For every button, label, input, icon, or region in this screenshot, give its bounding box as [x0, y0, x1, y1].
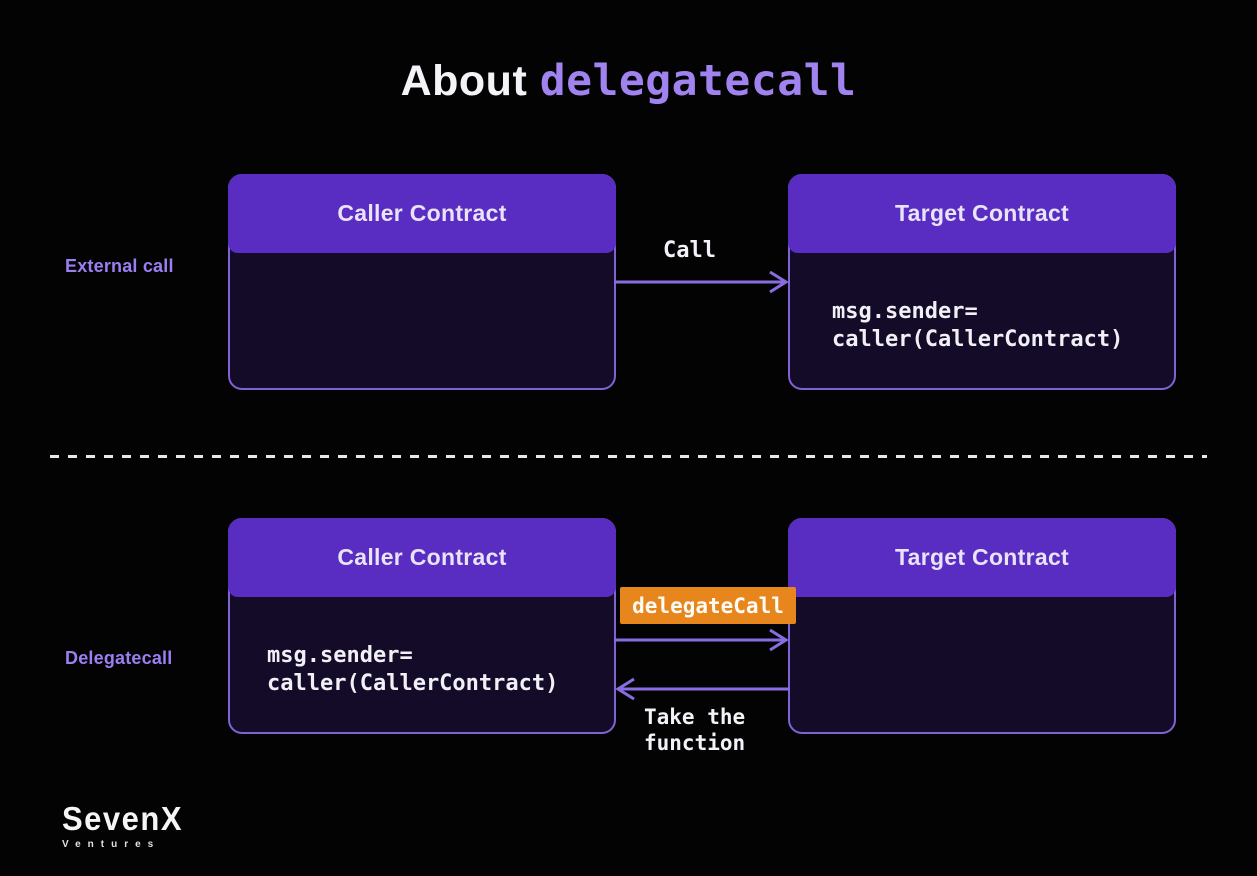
contract-box-code: msg.sender= caller(CallerContract) [832, 299, 1124, 352]
sevenx-ventures-logo: SevenX Ventures [62, 800, 183, 850]
contract-box-title: Target Contract [894, 200, 1070, 226]
delegatecall-caller-contract-box: Caller Contract msg.sender= caller(Calle… [228, 518, 616, 734]
external-caller-contract-box: Caller Contract [228, 174, 616, 390]
row-label-external-call: External call [65, 256, 174, 276]
dashed-divider [50, 455, 1207, 458]
title-prefix: About [400, 57, 528, 105]
contract-box-title: Target Contract [894, 544, 1070, 570]
delegatecall-target-contract-box: Target Contract [788, 518, 1176, 734]
return-arrow-label: Take the function [644, 705, 746, 755]
contract-box-header: Caller Contract [228, 174, 616, 253]
arrow-left-icon [615, 677, 790, 701]
contract-box-header: Caller Contract [228, 518, 616, 597]
page-title: About delegatecall [0, 56, 1257, 106]
contract-box-header: Target Contract [788, 518, 1176, 597]
external-target-contract-box: Target Contract msg.sender= caller(Calle… [788, 174, 1176, 390]
delegatecall-badge-label: delegateCall [632, 593, 784, 618]
arrow-right-icon [614, 270, 789, 294]
logo-subtitle: Ventures [62, 839, 161, 850]
contract-box-title: Caller Contract [337, 544, 507, 570]
contract-box-title: Caller Contract [337, 200, 507, 226]
call-arrow-label: Call [663, 238, 716, 263]
delegatecall-badge: delegateCall [620, 587, 796, 624]
contract-box-code: msg.sender= caller(CallerContract) [267, 643, 559, 696]
arrow-right-icon [614, 628, 789, 652]
contract-box-header: Target Contract [788, 174, 1176, 253]
title-keyword: delegatecall [539, 56, 857, 106]
row-label-delegatecall: Delegatecall [65, 648, 173, 668]
logo-name: SevenX [62, 800, 184, 838]
